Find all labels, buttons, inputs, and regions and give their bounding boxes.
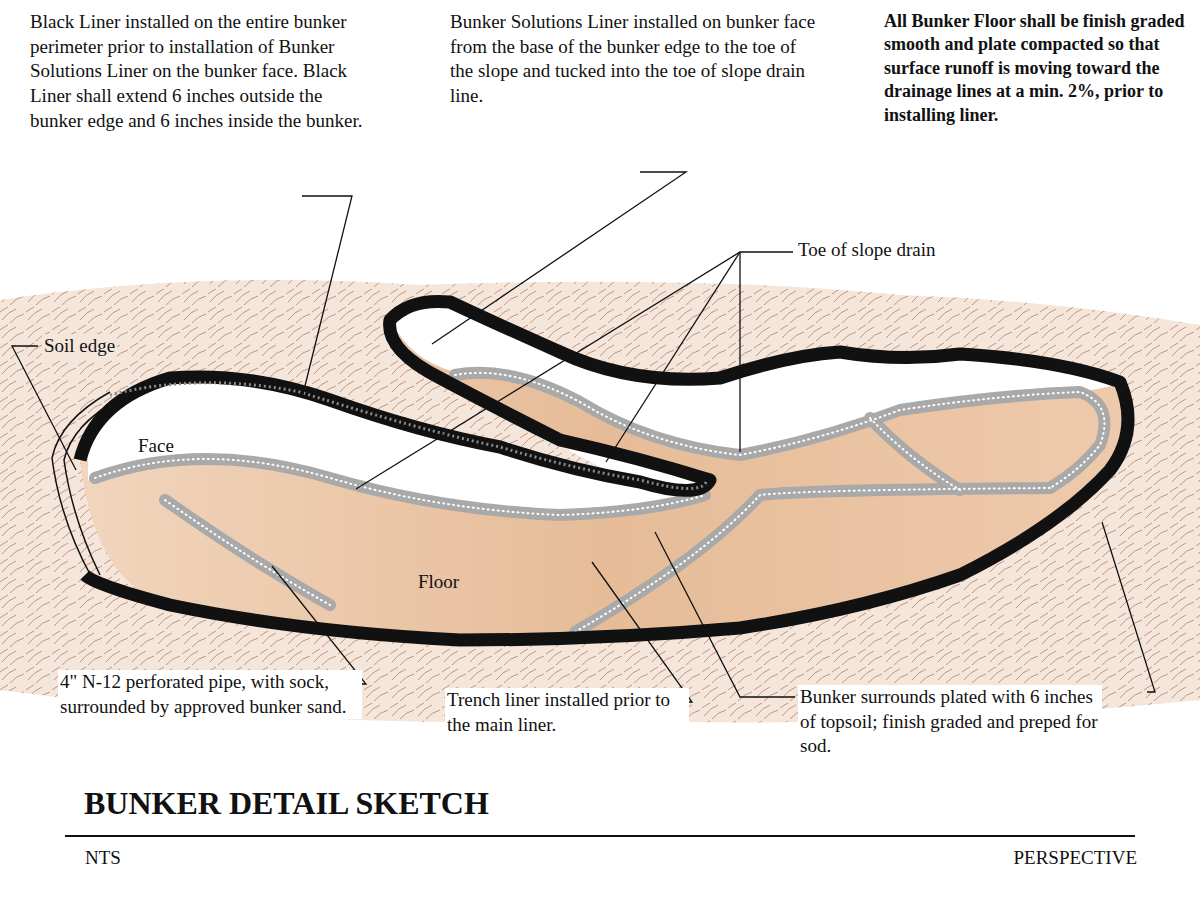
view-note: PERSPECTIVE bbox=[1013, 846, 1137, 871]
sheet-title: BUNKER DETAIL SKETCH bbox=[84, 784, 489, 822]
soil-edge-line bbox=[64, 398, 120, 575]
soil-edge-line bbox=[52, 392, 110, 578]
drain-dots bbox=[95, 373, 1105, 632]
callout-label: Toe of slope drain bbox=[798, 238, 935, 263]
turf-ground bbox=[0, 280, 1200, 723]
scale-note: NTS bbox=[85, 846, 121, 871]
callout-note: Black Liner installed on the entire bunk… bbox=[30, 10, 370, 133]
general-note: All Bunker Floor shall be finish graded … bbox=[884, 10, 1190, 127]
callout-note: Trench liner installed prior to the main… bbox=[445, 688, 689, 737]
black-liner bbox=[80, 301, 1128, 640]
leader-lines bbox=[12, 172, 1155, 702]
area-label: Floor bbox=[418, 570, 459, 595]
callout-note: Bunker surrounds plated with 6 inches of… bbox=[798, 685, 1102, 759]
drain-lines bbox=[95, 373, 1105, 632]
area-label: Face bbox=[138, 434, 174, 459]
title-rule bbox=[65, 835, 1135, 837]
callout-note: 4" N-12 perforated pipe, with sock, surr… bbox=[58, 670, 362, 719]
turf-texture bbox=[0, 280, 1200, 723]
liner-seam bbox=[110, 383, 706, 489]
bunker-floor bbox=[80, 301, 1128, 640]
callout-label: Soil edge bbox=[42, 334, 117, 359]
callout-note: Bunker Solutions Liner installed on bunk… bbox=[450, 10, 820, 109]
